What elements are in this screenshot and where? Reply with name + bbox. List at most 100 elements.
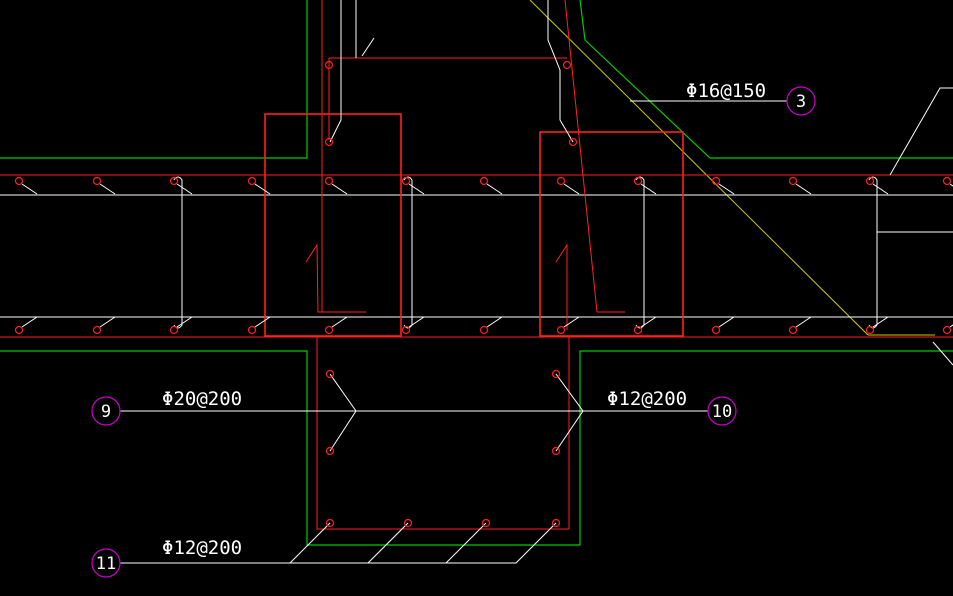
rebar-dot: [865, 325, 875, 335]
leader-11-tick-a: [289, 522, 331, 564]
callout-11-tag: 11: [96, 554, 116, 574]
rebar-dot: [865, 176, 875, 186]
pit-rebar: [316, 337, 570, 530]
white-bar-c: [547, 0, 574, 143]
callout-10[interactable]: Φ12@200 10: [607, 388, 737, 426]
rebar-dot-tick: [331, 316, 348, 328]
outline-bottom-pit: [0, 350, 953, 546]
rebar-dot: [551, 369, 561, 379]
rebar-dot-tick: [486, 183, 503, 195]
rebar-dot: [942, 325, 952, 335]
callout-11[interactable]: Φ12@200 11: [91, 537, 242, 578]
rebar-dot-tick: [795, 316, 812, 328]
rebar-dot-tick: [21, 316, 38, 328]
rebar-dot-tick: [640, 183, 657, 195]
col-left-hook: [305, 243, 366, 313]
leader-11-tick-c: [445, 522, 487, 564]
rebar-dot: [711, 176, 721, 186]
rebar-dot-tick: [872, 316, 889, 328]
column-rebar: [305, 0, 625, 330]
callout-3[interactable]: Φ16@150 3: [686, 80, 816, 116]
concrete-outline: [0, 0, 953, 546]
rebar-dot-tick: [718, 316, 735, 328]
slab-rebar-lines: [0, 174, 953, 338]
rebar-dot: [942, 176, 952, 186]
leader-11-chain: [120, 522, 557, 564]
outline-top-left: [0, 0, 308, 159]
rebar-dot-tick: [563, 316, 580, 328]
rebar-dot: [324, 325, 334, 335]
rebar-dot: [401, 325, 411, 335]
rebar-dot-tick: [176, 183, 193, 195]
rebar-dot: [711, 325, 721, 335]
rebar-dot: [788, 176, 798, 186]
callout-9-tag: 9: [101, 402, 111, 422]
rebar-dot: [324, 60, 334, 70]
rebar-dot-tick: [99, 183, 116, 195]
rebar-dot: [479, 176, 489, 186]
rebar-dot: [633, 325, 643, 335]
tie-3: [635, 176, 645, 329]
diagonal-reference-line: [529, 0, 869, 336]
rebar-dot: [14, 325, 24, 335]
pit-red-frame: [316, 337, 570, 530]
rebar-dot: [247, 325, 257, 335]
right-lower-leader: [932, 341, 953, 366]
callout-9[interactable]: Φ20@200 9: [91, 388, 242, 426]
rebar-dot-tick: [331, 183, 348, 195]
rebar-dot-tick: [718, 183, 735, 195]
rebar-dot: [169, 176, 179, 186]
rebar-dot: [324, 137, 334, 147]
tie-4: [868, 176, 878, 329]
rebar-dot-tick: [176, 316, 193, 328]
rebar-dot-tick: [795, 183, 812, 195]
rebar-dot-tick: [254, 316, 271, 328]
leader-9-branch: [329, 373, 357, 452]
white-tick: [361, 37, 375, 57]
rebar-dot: [479, 325, 489, 335]
rebar-dot-tick: [640, 316, 657, 328]
rebar-dot: [556, 176, 566, 186]
rebar-dot: [92, 325, 102, 335]
outline-top-right: [579, 0, 953, 159]
callout-10-tag-circle: [707, 396, 737, 426]
rebar-dot-tick: [408, 183, 425, 195]
tie-1: [173, 176, 183, 329]
rebar-dot-tick: [408, 316, 425, 328]
rebar-dot-tick: [563, 183, 580, 195]
white-bar-a: [329, 0, 342, 143]
col-right-hook: [555, 243, 568, 330]
rebar-dot: [14, 176, 24, 186]
callout-11-label: Φ12@200: [162, 537, 242, 559]
callout-3-tag: 3: [796, 92, 806, 112]
callout-9-label: Φ20@200: [162, 388, 242, 410]
callout-9-tag-circle: [91, 396, 121, 426]
callout-3-label: Φ16@150: [686, 80, 766, 102]
rebar-dot: [92, 176, 102, 186]
pit-leaders: [120, 87, 953, 564]
rebar-dot: [633, 176, 643, 186]
rebar-dot: [247, 176, 257, 186]
column-box-right: [539, 131, 684, 337]
rebar-dot: [324, 176, 334, 186]
callout-10-tag: 10: [712, 402, 732, 422]
right-upper-leader: [889, 87, 953, 176]
rebar-dot: [403, 518, 413, 528]
rebar-dot-tick: [21, 183, 38, 195]
rebar-dot: [568, 137, 578, 147]
rebar-dot: [325, 369, 335, 379]
col-right-diagonal: [564, 0, 598, 313]
column-boxes: [264, 113, 684, 337]
rebar-dot-tick: [486, 316, 503, 328]
rebar-dot: [551, 518, 561, 528]
rebar-dot: [562, 60, 572, 70]
rebar-dot: [401, 176, 411, 186]
rebar-dot: [325, 518, 335, 528]
rebar-dot-tick: [254, 183, 271, 195]
rebar-dot: [551, 446, 561, 456]
callout-3-tag-circle: [786, 86, 816, 116]
tie-2: [403, 176, 413, 329]
rebar-dot-tick: [99, 316, 116, 328]
